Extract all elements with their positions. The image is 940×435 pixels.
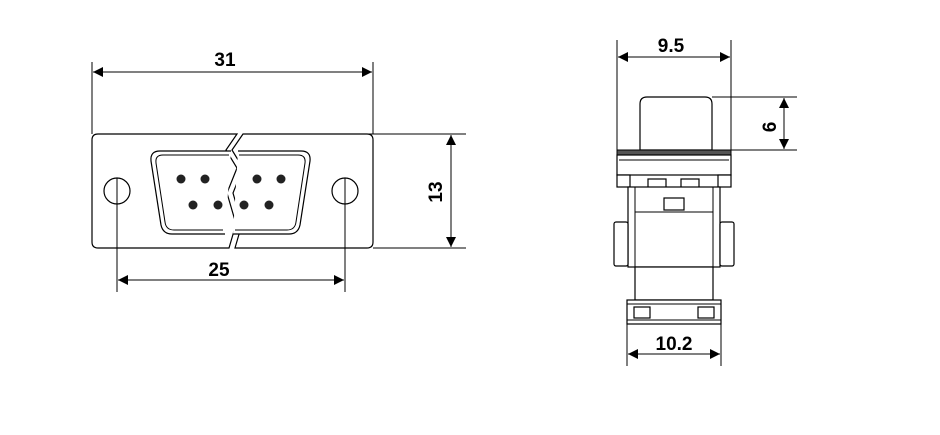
d-shell-left-inner [155,154,229,231]
pin-row-bottom [188,200,274,210]
dimension-overall-width: 31 [91,50,374,134]
side-base-slot-right [697,306,715,319]
side-flange-body [616,154,732,176]
side-base-slot-left [633,306,651,319]
d-shell-left [150,150,231,235]
pin [213,200,223,210]
d-shell-right [233,150,311,235]
front-view: 31 25 13 [91,50,466,292]
dimension-base-width: 10.2 [626,324,722,366]
pin-row-top [176,174,286,184]
hole-spacing-label: 25 [208,260,230,281]
pin [176,174,186,184]
pin [264,200,274,210]
overall-width-label: 31 [214,50,236,71]
dimension-height: 13 [340,133,466,249]
side-clip-right [717,174,732,188]
pin [200,174,210,184]
shell-width-label: 9.5 [658,36,685,57]
dimension-shell-height: 6 [712,96,797,151]
pin [252,174,262,184]
dimension-shell-width: 9.5 [616,36,732,150]
base-width-label: 10.2 [656,334,693,355]
side-lower-body [634,266,714,301]
pin [188,200,198,210]
pin [276,174,286,184]
side-view: 9.5 6 10.2 [613,36,797,366]
d-shell-right-inner [235,154,306,231]
dimension-hole-spacing: 25 [116,178,346,292]
side-center-notch [663,197,685,211]
shell-height-label: 6 [760,122,781,133]
height-label: 13 [426,181,447,202]
side-latch-left [613,221,629,267]
side-clip-left [616,174,631,188]
side-latch-right [719,221,735,267]
side-flange-plate [616,149,732,156]
side-shell [639,96,713,151]
pin [239,200,249,210]
